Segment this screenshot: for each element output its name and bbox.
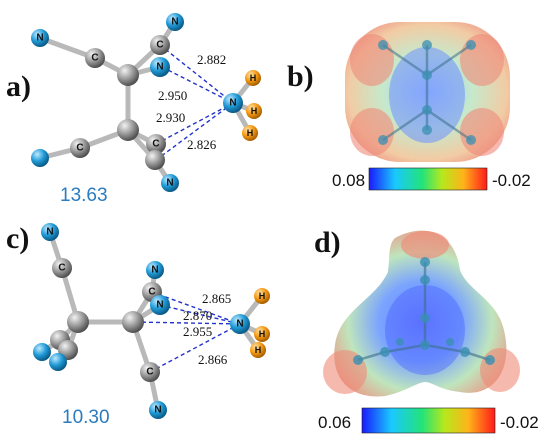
svg-text:N: N (46, 227, 53, 238)
svg-text:H: H (259, 291, 266, 301)
svg-text:N: N (166, 178, 173, 189)
svg-text:C: C (148, 287, 155, 298)
carbon-atom (146, 134, 166, 154)
panel-c-hbonds (134, 291, 241, 373)
colorbar-d (361, 407, 496, 434)
panel-b: b) 0.08 -0.02 (287, 22, 531, 191)
svg-text:C: C (152, 139, 159, 150)
svg-text:N: N (171, 17, 178, 28)
svg-text:N: N (156, 300, 163, 311)
carbon-atom (85, 48, 105, 68)
svg-text:N: N (151, 265, 158, 276)
panel-c: c) N C (6, 222, 270, 428)
panel-a-hbonds (155, 44, 234, 161)
svg-text:H: H (247, 128, 254, 138)
carbon-atom (122, 311, 144, 333)
svg-text:C: C (156, 40, 163, 51)
panel-a: a) N C (6, 13, 262, 206)
nitrogen-atom (150, 57, 170, 77)
nitrogen-atom (149, 401, 167, 419)
nitrogen-atom (166, 13, 184, 31)
distance-label: 2.950 (158, 88, 187, 103)
carbon-atom (117, 64, 139, 86)
nitrogen-atom (161, 174, 179, 192)
svg-text:H: H (259, 329, 266, 339)
colorbar-min-label: 0.08 (332, 171, 365, 190)
nitrogen-atom (33, 343, 51, 361)
distance-label: 2.870 (183, 308, 212, 323)
panel-c-letter: c) (6, 222, 29, 255)
hydrogen-atom (246, 103, 262, 119)
colorbar-max-label: -0.02 (500, 413, 539, 432)
carbon-atom (52, 258, 72, 278)
distance-label: 2.882 (197, 52, 226, 67)
carbon-atom (150, 35, 170, 55)
carbon-atom (70, 138, 90, 158)
nitrogen-atom (150, 295, 170, 315)
panel-d: d) 0.06 -0.02 (314, 226, 539, 434)
hydrogen-atom (245, 70, 261, 86)
svg-text:H: H (251, 106, 258, 116)
colorbar-max-label: -0.02 (492, 171, 531, 190)
nitrogen-atom (49, 353, 67, 371)
distance-label: 2.826 (187, 137, 217, 152)
svg-text:N: N (36, 33, 43, 44)
binding-energy-label: 10.30 (62, 407, 110, 428)
nitrogen-atom (41, 223, 59, 241)
carbon-atom (145, 150, 165, 170)
svg-text:N: N (236, 319, 243, 330)
panel-c-atoms: N C N C N C N N H H H (33, 223, 270, 419)
svg-text:N: N (229, 98, 236, 109)
svg-text:N: N (156, 62, 163, 73)
svg-text:C: C (146, 367, 153, 378)
ammonia-nitrogen-atom (230, 314, 250, 334)
panel-b-letter: b) (287, 60, 314, 93)
svg-text:H: H (250, 73, 257, 83)
colorbar-min-label: 0.06 (318, 413, 351, 432)
svg-text:C: C (91, 53, 98, 64)
svg-text:H: H (255, 345, 262, 355)
hydrogen-atom (250, 342, 266, 358)
panel-a-letter: a) (6, 70, 31, 103)
svg-text:N: N (154, 405, 161, 416)
distance-label: 2.955 (183, 324, 212, 339)
panel-d-letter: d) (314, 226, 341, 259)
nitrogen-atom (31, 29, 49, 47)
hydrogen-atom (254, 326, 270, 342)
esp-surface-d (323, 230, 520, 397)
nitrogen-atom (31, 149, 49, 167)
distance-label: 2.866 (198, 352, 228, 367)
hydrogen-atom (254, 288, 270, 304)
carbon-atom (117, 119, 139, 141)
svg-text:C: C (76, 143, 83, 154)
hydrogen-atom (242, 125, 258, 141)
distance-label: 2.930 (156, 110, 185, 125)
esp-surface-b (345, 22, 510, 162)
carbon-atom (67, 311, 89, 333)
panel-a-atoms: N C N C N C C N N H H (31, 13, 262, 192)
colorbar-b (368, 167, 488, 191)
ammonia-nitrogen-atom (223, 93, 243, 113)
binding-energy-label: 13.63 (60, 185, 108, 206)
distance-label: 2.865 (202, 291, 231, 306)
svg-text:C: C (58, 263, 65, 274)
carbon-atom (140, 362, 160, 382)
nitrogen-atom (146, 261, 164, 279)
